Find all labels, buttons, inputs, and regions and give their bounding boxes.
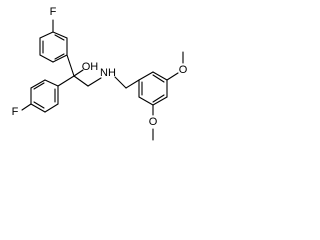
left-fluorine-bond	[21, 103, 32, 111]
dimethoxyphenyl-ring	[138, 71, 168, 106]
top-ring-to-center-bond	[66, 54, 75, 77]
lower-methoxy-oxygen-label: O	[149, 116, 158, 128]
amine-to-benzyl-bond	[114, 76, 127, 89]
left-fluorophenyl-ring	[30, 79, 59, 113]
center-to-methylene-bond	[73, 75, 89, 87]
upper-methoxy-oxygen-label: O	[179, 64, 188, 76]
benzyl-to-ring-bond	[125, 79, 140, 89]
center-to-hydroxyl-bond	[73, 69, 84, 77]
amine-label: NH	[100, 67, 116, 79]
left-fluorine-label: F	[12, 106, 19, 118]
methylene-to-amine-bond	[87, 77, 102, 87]
top-fluorine-label: F	[50, 6, 57, 18]
hydroxyl-label: OH	[82, 61, 99, 73]
top-fluorophenyl-ring	[39, 31, 68, 63]
upper-methoxy-bond	[166, 72, 179, 81]
structure-diagram: F OH NH F O O	[0, 0, 201, 162]
center-to-left-ring-bond	[57, 75, 75, 87]
background	[0, 0, 201, 162]
